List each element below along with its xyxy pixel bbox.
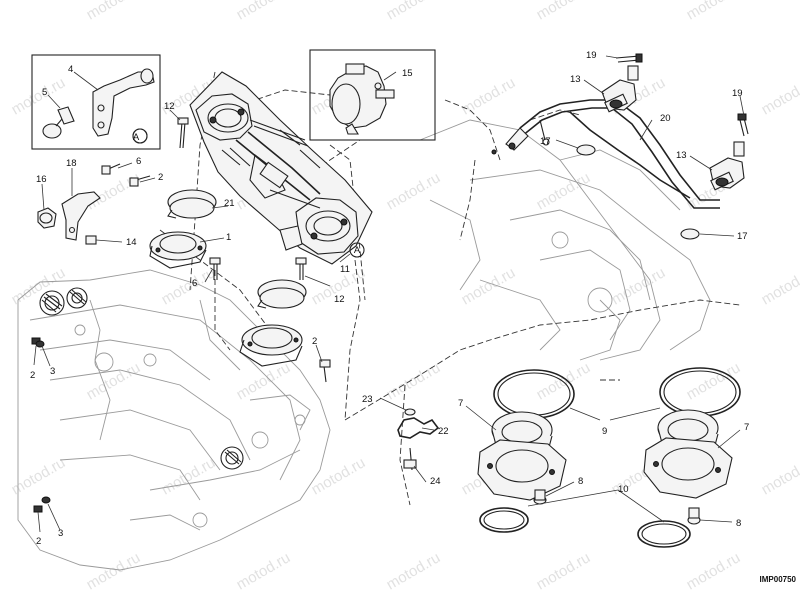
airbox-outline <box>419 119 711 361</box>
detail-marker-a-circle <box>132 128 148 144</box>
watermark-text: motod.ru <box>684 0 744 23</box>
watermark-text: motod.ru <box>759 74 800 118</box>
label-3-left-upper: 3 <box>50 366 55 377</box>
watermark-text: motod.ru <box>384 0 444 23</box>
watermark-text: motod.ru <box>159 454 219 498</box>
label-19-right: 19 <box>732 88 743 99</box>
detail-box-a <box>31 54 161 150</box>
label-16: 16 <box>36 174 47 185</box>
watermark-text: motod.ru <box>84 169 144 213</box>
label-13-right: 13 <box>676 150 687 161</box>
engine-block-outline <box>17 269 331 571</box>
label-5: 5 <box>42 87 47 98</box>
label-21: 21 <box>224 198 235 209</box>
watermark-text: motod.ru <box>384 549 444 593</box>
watermark-text: motod.ru <box>84 0 144 23</box>
watermark-text: motod.ru <box>534 0 594 23</box>
label-3-left-lower: 3 <box>58 528 63 539</box>
label-2-upper: 2 <box>158 172 163 183</box>
watermark-text: motod.ru <box>459 264 519 308</box>
label-19-upper: 19 <box>586 50 597 61</box>
marker-a-throttle: A <box>354 245 361 256</box>
label-2-right: 2 <box>312 336 317 347</box>
watermark-text: motod.ru <box>759 264 800 308</box>
detail-box-15 <box>309 49 436 141</box>
label-12-upper: 12 <box>164 101 175 112</box>
label-17-upper: 17 <box>540 136 551 147</box>
watermark-text: motod.ru <box>84 549 144 593</box>
bolts <box>31 117 440 513</box>
label-8-right: 8 <box>736 518 741 529</box>
fuel-rail-and-injectors <box>491 53 749 240</box>
watermark-text: motod.ru <box>84 359 144 403</box>
detail-marker-a-text: A <box>133 132 140 143</box>
label-7-left: 7 <box>458 398 463 409</box>
label-14: 14 <box>126 237 137 248</box>
watermark-text: motod.ru <box>459 74 519 118</box>
label-6-upper: 6 <box>136 156 141 167</box>
label-1: 1 <box>226 232 231 243</box>
label-15: 15 <box>402 68 413 79</box>
label-20: 20 <box>660 113 671 124</box>
intake-boots-and-clamps <box>37 189 307 367</box>
watermark-text: motod.ru <box>309 454 369 498</box>
label-2-left-upper: 2 <box>30 370 35 381</box>
velocity-stacks-and-gaskets <box>477 367 741 548</box>
leader-lines <box>33 55 745 533</box>
watermark-text: motod.ru <box>159 264 219 308</box>
label-12-lower: 12 <box>334 294 345 305</box>
label-13-upper: 13 <box>570 74 581 85</box>
label-9: 9 <box>602 426 607 437</box>
label-23: 23 <box>362 394 373 405</box>
watermark-text: motod.ru <box>684 549 744 593</box>
label-6-lower: 6 <box>192 278 197 289</box>
watermark-text: motod.ru <box>759 454 800 498</box>
label-11: 11 <box>340 264 350 275</box>
drawing-code: IMP00750 <box>760 575 797 584</box>
label-4: 4 <box>68 64 73 75</box>
watermark-text: motod.ru <box>684 359 744 403</box>
label-18: 18 <box>66 158 77 169</box>
watermark-text: motod.ru <box>384 169 444 213</box>
watermark-text: motod.ru <box>234 0 294 23</box>
label-7-right: 7 <box>744 422 749 433</box>
label-8-left: 8 <box>578 476 583 487</box>
part-number-labels: 4 5 A 12 6 2 18 16 14 21 1 6 12 11 A 2 2… <box>30 50 749 547</box>
label-2-left-lower: 2 <box>36 536 41 547</box>
label-24: 24 <box>430 476 441 487</box>
watermark-text: motod.ru <box>534 169 594 213</box>
watermark-text: motod.ru <box>234 549 294 593</box>
label-10: 10 <box>618 484 629 495</box>
watermark-text: motod.ru <box>534 549 594 593</box>
assembly-reference-lines <box>159 71 741 506</box>
label-22: 22 <box>438 426 449 437</box>
watermark-text: motod.ru <box>9 454 69 498</box>
watermark-text: motod.ru <box>609 264 669 308</box>
label-17-right: 17 <box>737 231 748 242</box>
throttle-body-assembly <box>189 71 373 265</box>
